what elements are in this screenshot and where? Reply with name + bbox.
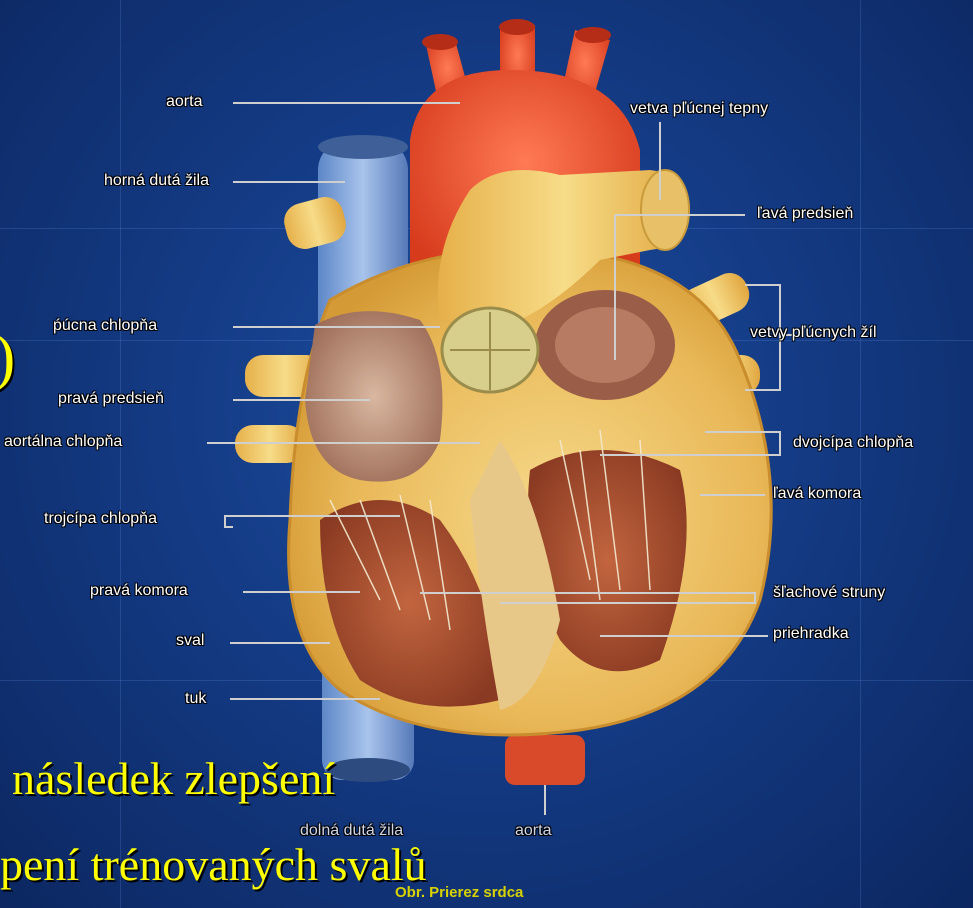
label-prava-predsien: pravá predsieň (58, 390, 164, 408)
label-pulcna-chlopna: ṕúcna chlopňa (53, 317, 157, 335)
label-lava-predsien: ľavá predsieň (757, 205, 853, 223)
label-lava-komora: ľavá komora (773, 485, 861, 503)
right-atrium-chamber (305, 311, 443, 482)
slide-text-line2: pení trénovaných svalů (0, 838, 427, 891)
label-horna-duta-zila: horná dutá žila (104, 172, 209, 190)
label-priehradka: priehradka (773, 625, 849, 643)
label-vetva-plucnej-tepny: vetva pľúcnej tepny (630, 100, 768, 118)
label-sval: sval (176, 632, 204, 650)
label-aorta-bottom: aorta (515, 822, 551, 840)
label-slachove-struny: šľachové struny (773, 584, 885, 602)
slide-paren: ) (0, 320, 15, 394)
aorta-bottom-vessel (505, 735, 585, 785)
label-aortalna-chlopna: aortálna chlopňa (4, 433, 122, 451)
label-trojcipa-chlopna: trojcípa chlopňa (44, 510, 157, 528)
label-vetvy-plucnych-zil: vetvy pľúcnych žíl (750, 324, 877, 342)
label-dvojcipa-chlopna: dvojcípa chlopňa (793, 434, 913, 452)
label-prava-komora: pravá komora (90, 582, 188, 600)
label-tuk: tuk (185, 690, 206, 708)
label-aorta-top: aorta (166, 93, 202, 111)
slide-text-line1: následek zlepšení (12, 752, 335, 805)
